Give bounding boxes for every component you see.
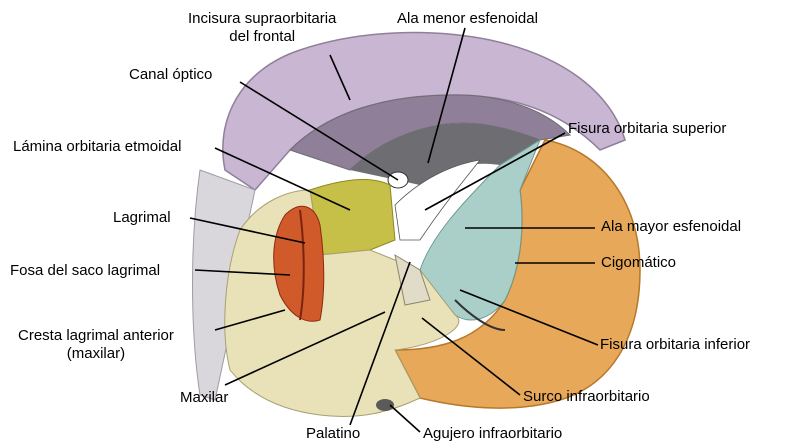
label-incisura-line1: Incisura supraorbitaria: [188, 10, 336, 28]
label-incisura: Incisura supraorbitaria del frontal: [188, 10, 336, 46]
label-cigomatico: Cigomático: [601, 254, 676, 272]
leader-agujero: [390, 405, 420, 432]
label-agujero: Agujero infraorbitario: [423, 425, 562, 443]
label-fosa-saco: Fosa del saco lagrimal: [10, 262, 160, 280]
label-cresta-line1: Cresta lagrimal anterior: [18, 327, 174, 345]
label-surco: Surco infraorbitario: [523, 388, 650, 406]
label-lamina-etmoidal: Lámina orbitaria etmoidal: [13, 138, 181, 156]
label-maxilar: Maxilar: [180, 389, 228, 407]
label-canal-optico: Canal óptico: [129, 66, 212, 84]
label-cresta-line2: (maxilar): [18, 345, 174, 363]
label-incisura-line2: del frontal: [188, 28, 336, 46]
infraorbital-foramen: [376, 399, 394, 411]
label-cresta: Cresta lagrimal anterior (maxilar): [18, 327, 174, 363]
label-ala-mayor: Ala mayor esfenoidal: [601, 218, 741, 236]
label-ala-menor: Ala menor esfenoidal: [397, 10, 538, 28]
label-fisura-superior: Fisura orbitaria superior: [568, 120, 726, 138]
label-palatino: Palatino: [306, 425, 360, 443]
label-fisura-inferior: Fisura orbitaria inferior: [600, 336, 750, 354]
label-lagrimal: Lagrimal: [113, 209, 171, 227]
